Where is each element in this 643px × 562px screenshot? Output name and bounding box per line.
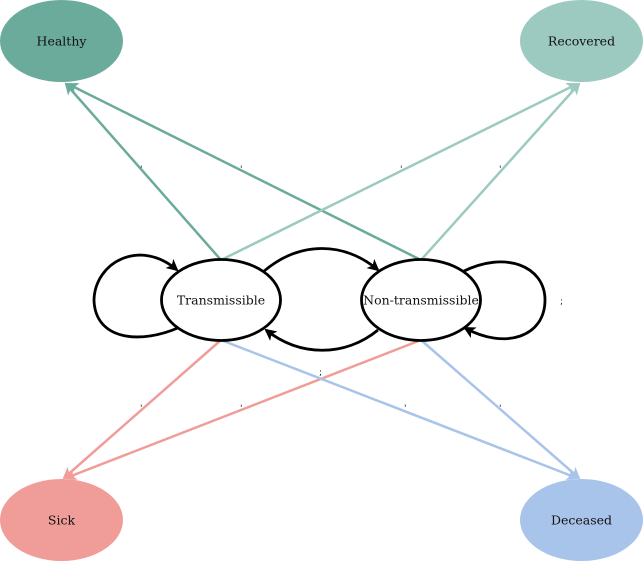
node-healthy-label: Healthy (37, 34, 88, 49)
edge-transmissible-to-non-transmissible (262, 247, 380, 274)
edge-transmissible-to-recovered (220, 82, 579, 262)
self-loop-transmissible (92, 253, 181, 339)
node-deceased (520, 479, 643, 561)
node-non-transmissible (360, 258, 482, 342)
node-transmissible (160, 258, 282, 342)
node-deceased-label: Deceased (551, 513, 612, 528)
edge-label-mark: ' (400, 165, 402, 175)
edge-label-mark: ' (140, 404, 142, 414)
edge-transmissible-to-healthy (64, 82, 222, 261)
node-recovered (520, 0, 643, 82)
node-sick-label: Sick (48, 513, 76, 528)
edge-transmissible-to-deceased (220, 338, 579, 480)
edge-non-transmissible-to-transmissible (264, 328, 379, 352)
edge-label-mark: ; (560, 297, 563, 307)
node-transmissible-label: Transmissible (177, 293, 265, 308)
edge-label-mark: ' (499, 165, 501, 175)
edge-label-mark: ' (240, 165, 242, 175)
edge-label-mark: ; (319, 368, 322, 378)
edge-label-mark: ' (140, 165, 142, 175)
node-sick (0, 479, 123, 561)
edge-non-transmissible-to-sick (64, 338, 422, 480)
node-healthy (0, 0, 123, 82)
edge-label-mark: ' (499, 404, 501, 414)
node-recovered-label: Recovered (548, 34, 615, 49)
edge-label-mark: ' (404, 404, 406, 414)
self-loop-non-transmissible (461, 260, 547, 341)
node-non-transmissible-label: Non-transmissible (363, 293, 479, 308)
edge-label-mark: ' (240, 404, 242, 414)
edge-non-transmissible-to-recovered (420, 82, 581, 261)
edge-transmissible-to-sick (62, 339, 222, 480)
edge-non-transmissible-to-deceased (420, 339, 581, 480)
edge-non-transmissible-to-healthy (66, 82, 422, 262)
